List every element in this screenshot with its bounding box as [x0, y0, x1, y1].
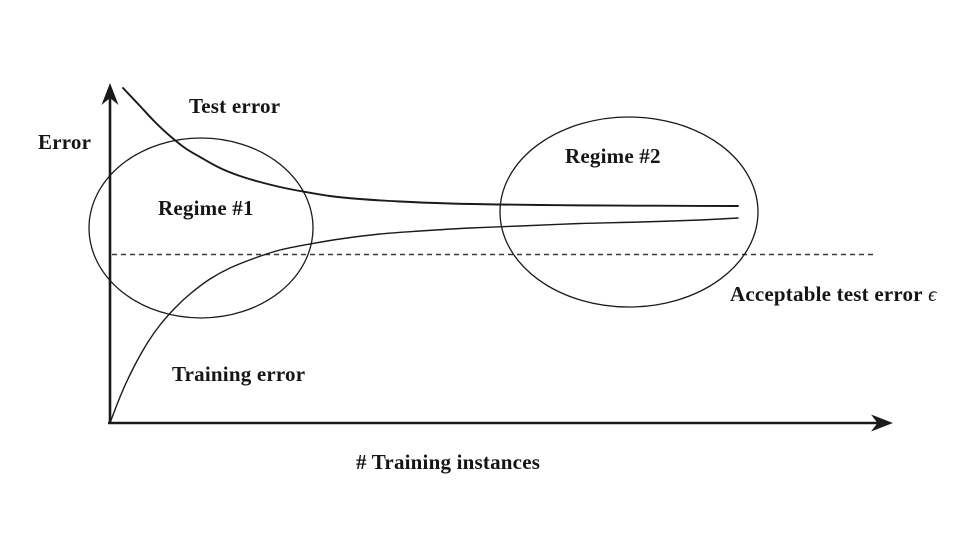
training-error-curve	[109, 217, 739, 424]
test-error-curve	[122, 87, 739, 207]
acceptable-test-error-text: Acceptable test error	[730, 282, 923, 306]
epsilon-symbol: ϵ	[928, 282, 937, 306]
curves-layer	[88, 87, 873, 424]
y-axis-label: Error	[38, 130, 92, 154]
acceptable-test-error-label: Acceptable test error ϵ	[730, 282, 937, 306]
regime-2-ellipse	[499, 116, 759, 308]
training-error-label: Training error	[172, 362, 306, 386]
x-axis-arrowhead-icon	[871, 414, 893, 432]
regime-2-label: Regime #2	[565, 144, 661, 168]
x-axis-label: # Training instances	[356, 450, 541, 474]
test-error-label: Test error	[189, 94, 281, 118]
regime-1-ellipse	[88, 137, 314, 319]
y-axis-arrowhead-icon	[101, 83, 119, 105]
regime-1-label: Regime #1	[158, 196, 254, 220]
